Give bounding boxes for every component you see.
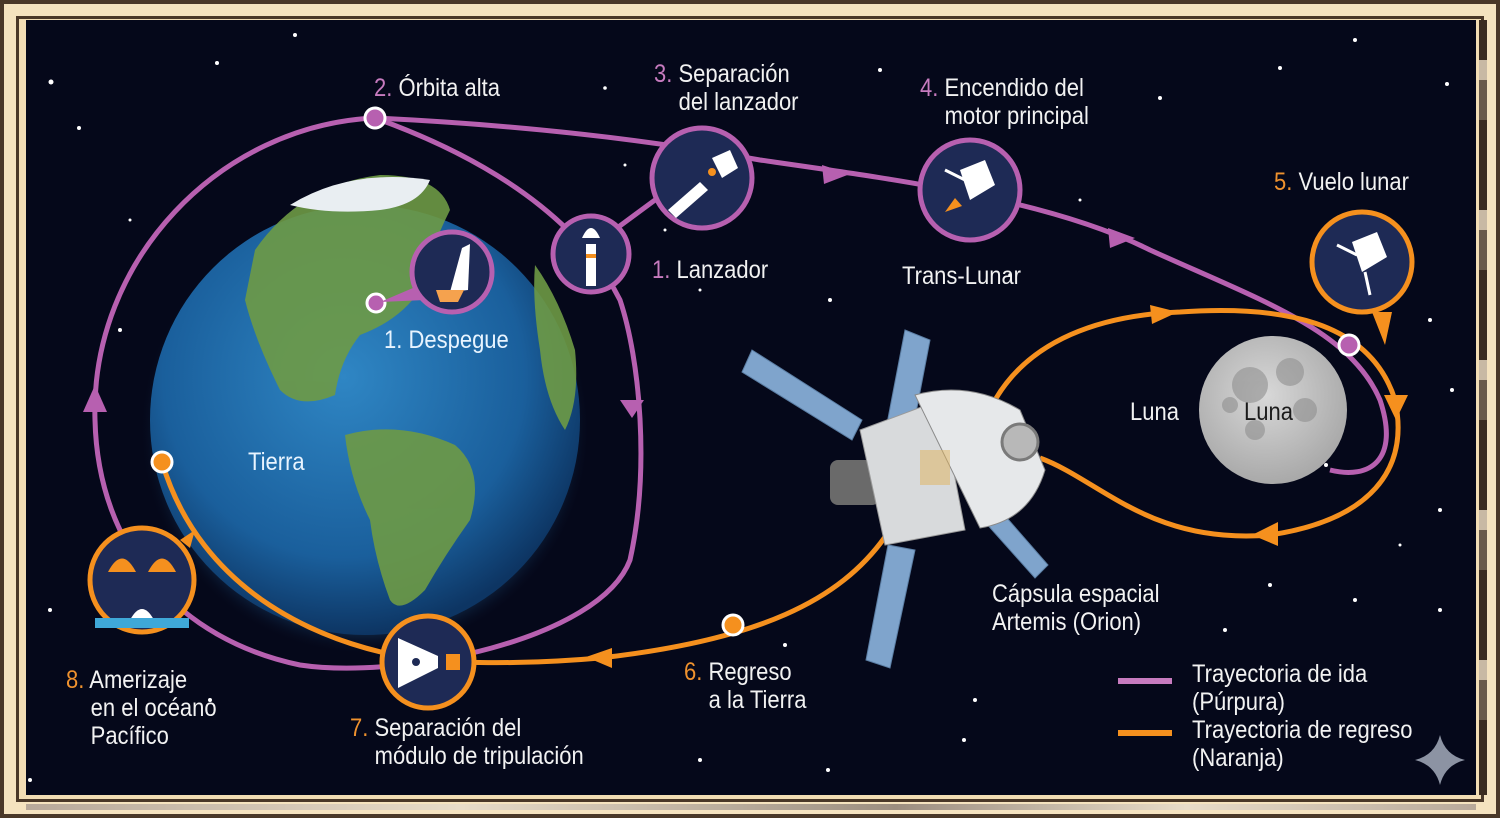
outbound-arrows [83, 165, 1135, 418]
space-diagram: 2. Órbita alta 3. Separación del lanzado… [26, 20, 1476, 795]
return-marker [721, 613, 745, 637]
reentry-marker [150, 450, 174, 474]
legend-outbound-swatch [1118, 678, 1172, 684]
moon-globe [1199, 336, 1347, 484]
legend-return-swatch [1118, 730, 1172, 736]
step-4-label: 4. Encendido del motor principal [920, 74, 1089, 130]
step-7-label: 7. Separación del módulo de tripulación [350, 714, 584, 770]
launch-site-marker [365, 292, 387, 314]
step-8-label: 8. Amerizaje en el océano Pacífico [66, 666, 217, 750]
crew-separation-icon-badge [379, 613, 477, 711]
legend-outbound-label: Trayectoria de ida(Púrpura) [1192, 660, 1368, 716]
engine-burn-icon-badge [917, 137, 1023, 243]
orion-capsule [741, 329, 1049, 669]
step-1-despegue-label: 1. Despegue [384, 326, 509, 354]
step-3-label: 3. Separación del lanzador [654, 60, 799, 116]
step-2-label: 2. Órbita alta [374, 74, 500, 102]
launcher-icon-badge [550, 213, 632, 295]
trans-lunar-label: Trans-Lunar [902, 262, 1022, 290]
sparkle-icon [1415, 735, 1465, 785]
diagram-artwork [28, 33, 1465, 785]
moon-outer-label: Luna [1130, 398, 1179, 426]
stars [28, 33, 1454, 782]
continents [245, 175, 577, 606]
lunar-approach-marker [1337, 333, 1361, 357]
separation-icon-badge [649, 125, 755, 231]
lunar-flyby-icon-badge [1309, 209, 1415, 345]
launch-icon-badge [380, 229, 495, 315]
step-1-launcher-label: 1. Lanzador [652, 256, 769, 284]
high-orbit-marker [363, 106, 387, 130]
moon-inner-label: Luna [1244, 398, 1293, 426]
step-5-label: 5. Vuelo lunar [1274, 168, 1409, 196]
frame-vertical-rail [1479, 20, 1487, 795]
polar-ice [290, 177, 430, 212]
earth-label: Tierra [248, 448, 305, 476]
return-arrows [586, 305, 1408, 668]
frame-horizontal-rail [26, 804, 1476, 810]
splashdown-icon-badge [87, 525, 197, 635]
step-6-label: 6. Regreso a la Tierra [684, 658, 807, 714]
legend-return-label: Trayectoria de regreso(Naranja) [1192, 716, 1413, 772]
